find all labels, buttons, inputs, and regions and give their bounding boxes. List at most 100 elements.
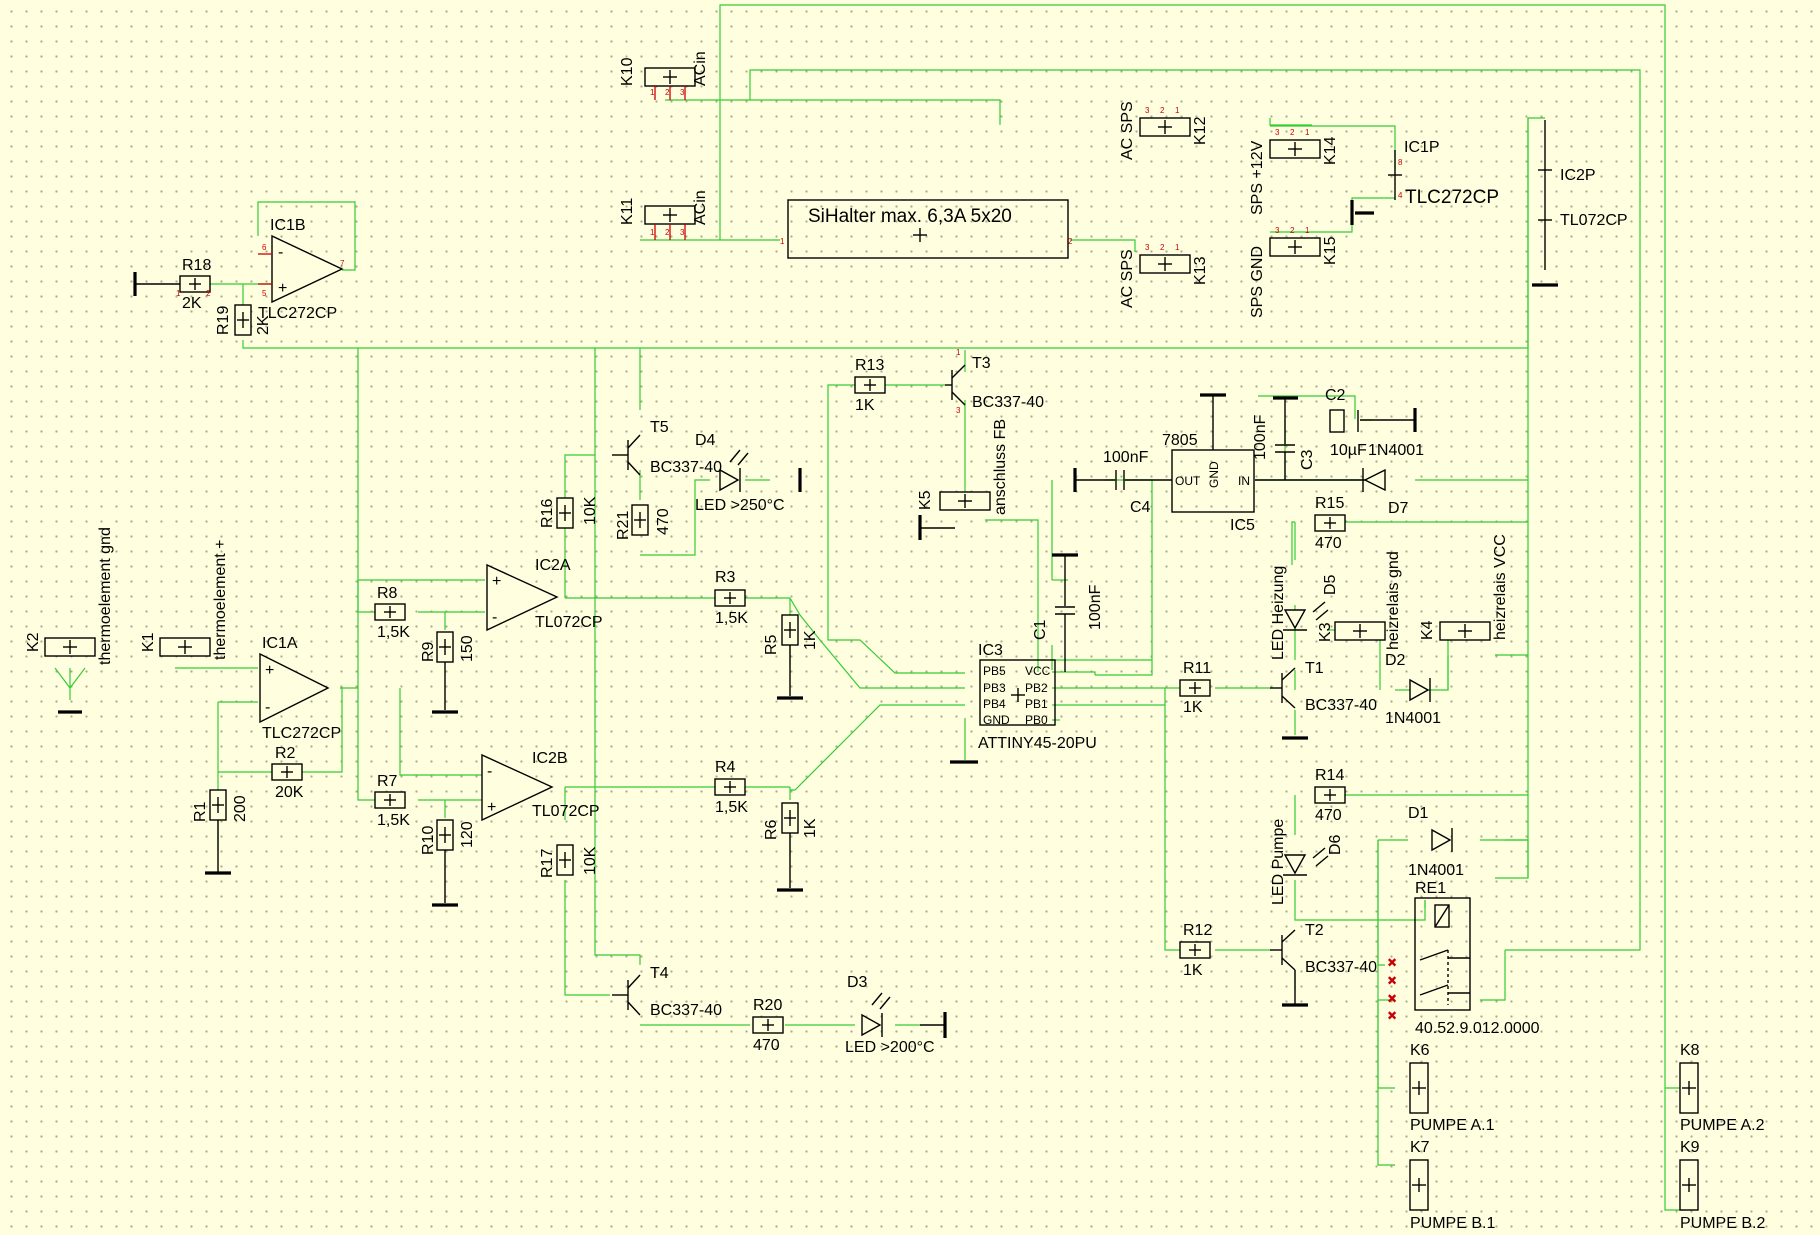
connector-K9: K9 PUMPE B.2 (1679, 1139, 1765, 1232)
led-D5: LED Heizung D5 (1270, 566, 1339, 660)
label-R1-value: 200 (232, 795, 249, 822)
label-K14-name: K14 (1322, 136, 1339, 165)
svg-text:2: 2 (206, 289, 211, 298)
resistor-R2: R2 20K (271, 745, 304, 801)
resistor-R5: R5 1K (763, 614, 819, 700)
label-C4-value: 100nF (1103, 449, 1149, 466)
label-K8-value: PUMPE A.2 (1680, 1117, 1765, 1134)
label-C1-name: C1 (1032, 619, 1049, 640)
label-R21-name: R21 (615, 511, 632, 540)
resistor-R9: R9 150 (420, 631, 476, 714)
connector-K3: K3 heizrelais gnd (1317, 551, 1402, 650)
label-IC2A-name: IC2A (535, 557, 571, 574)
label-D3-value: LED >200°C (845, 1039, 935, 1056)
label-IC1B-value: TLC272CP (258, 305, 337, 322)
resistor-R14: R14 470 (1314, 767, 1346, 824)
label-K5-value: anschluss FB (992, 419, 1009, 515)
label-R14-name: R14 (1315, 767, 1344, 784)
resistor-R17: R17 10K (539, 844, 599, 878)
label-K14-value: SPS +12V (1249, 140, 1266, 215)
svg-text:3: 3 (1275, 226, 1280, 235)
resistor-R13: R13 1K (854, 357, 886, 414)
label-T2-value: BC337-40 (1305, 959, 1377, 976)
label-T2-name: T2 (1305, 922, 1324, 939)
label-R18-value: 2K (182, 295, 202, 312)
svg-text:-: - (265, 699, 270, 716)
label-K1-value: thermoelement + (212, 539, 229, 660)
svg-text:1: 1 (1175, 106, 1180, 115)
svg-text:2: 2 (1290, 226, 1295, 235)
label-T1-value: BC337-40 (1305, 697, 1377, 714)
resistor-R8: R8 1,5K (374, 585, 410, 641)
pin-IC3-pb5: PB5 (983, 664, 1006, 678)
label-D7-value: 1N4001 (1368, 442, 1424, 459)
label-R3-name: R3 (715, 569, 736, 586)
svg-text:1: 1 (1305, 226, 1310, 235)
svg-text:6: 6 (262, 243, 267, 252)
label-R12-name: R12 (1183, 922, 1212, 939)
ground-R18 (133, 272, 180, 296)
svg-text:7: 7 (340, 259, 345, 268)
label-T4-value: BC337-40 (650, 1002, 722, 1019)
label-K10-value: ACin (692, 51, 709, 86)
label-T3-value: BC337-40 (972, 394, 1044, 411)
label-fuse-value: SiHalter max. 6,3A 5x20 (808, 206, 1012, 227)
pin-IC3-pb0: PB0 (1025, 713, 1048, 727)
label-T5-name: T5 (650, 419, 669, 436)
label-K7-value: PUMPE B.1 (1410, 1215, 1495, 1232)
label-K11-name: K11 (619, 198, 636, 225)
label-R10-name: R10 (420, 826, 437, 855)
label-T5-value: BC337-40 (650, 459, 722, 476)
label-C4-name: C4 (1130, 499, 1151, 516)
connector-K4: K4 heizrelais VCC (1419, 534, 1509, 641)
resistor-R16: R16 10K (539, 496, 599, 529)
label-C1-value: 100nF (1087, 584, 1104, 630)
svg-text:1: 1 (176, 289, 181, 298)
label-R8-name: R8 (377, 585, 398, 602)
transistor-T2: T2 BC337-40 (1270, 922, 1377, 1007)
mcu-IC3: IC3 ATTINY45-20PU PB5 PB3 PB4 GND VCC PB… (950, 642, 1097, 764)
label-D5-value: LED Heizung (1270, 566, 1287, 660)
label-D4-value: LED >250°C (695, 497, 785, 514)
resistor-R6: R6 1K (763, 802, 819, 892)
connector-K5: K5 anschluss FB (917, 419, 1009, 540)
svg-text:3: 3 (956, 406, 961, 415)
label-K2-value: thermoelement gnd (97, 527, 114, 665)
svg-text:3: 3 (1145, 243, 1150, 252)
svg-text:5: 5 (262, 289, 267, 298)
label-D2-value: 1N4001 (1385, 710, 1441, 727)
capacitor-C4: 100nF C4 (1073, 449, 1172, 516)
label-R2-value: 20K (275, 784, 304, 801)
svg-text:8: 8 (1398, 158, 1403, 167)
resistor-R4: R4 1,5K (714, 759, 748, 816)
label-RE1-name: RE1 (1415, 880, 1446, 897)
label-K5-name: K5 (917, 490, 934, 510)
label-R19-value: 2K (255, 315, 272, 335)
label-R12-value: 1K (1183, 962, 1203, 979)
svg-text:2: 2 (1160, 243, 1165, 252)
label-R4-value: 1,5K (715, 799, 748, 816)
opamp-IC2A: +- IC2A TL072CP (486, 557, 603, 632)
svg-text:4: 4 (1398, 191, 1403, 200)
label-D6-name: D6 (1327, 834, 1344, 855)
label-K9-name: K9 (1680, 1139, 1700, 1156)
wires (54, 4, 1685, 1211)
transistor-T3: 13 T3 BC337-40 (945, 348, 1044, 415)
label-R1-name: R1 (192, 801, 209, 822)
label-D2-name: D2 (1385, 652, 1406, 669)
svg-text:+: + (278, 280, 287, 297)
label-T1-name: T1 (1305, 660, 1324, 677)
svg-text:-: - (487, 763, 492, 780)
label-K13-value: AC SPS (1119, 249, 1136, 308)
pin-IC3-pb4: PB4 (983, 697, 1006, 711)
label-R21-value: 470 (655, 508, 672, 535)
svg-text:3: 3 (1275, 128, 1280, 137)
label-K13-name: K13 (1192, 256, 1209, 285)
label-R3-value: 1,5K (715, 610, 748, 627)
connector-K8: K8 PUMPE A.2 (1679, 1042, 1765, 1134)
svg-text:+: + (492, 573, 501, 590)
label-K7-name: K7 (1410, 1139, 1430, 1156)
